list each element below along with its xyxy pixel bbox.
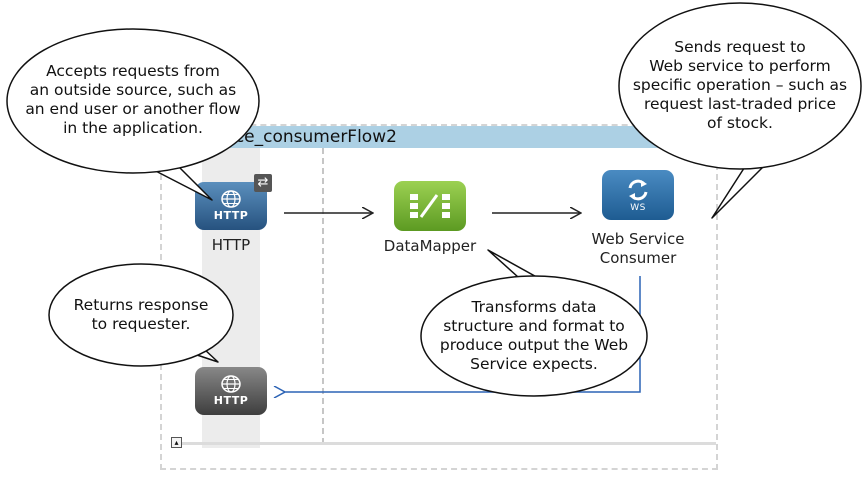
ws-label-line-2: Consumer: [599, 249, 677, 267]
callout-line: to requester.: [91, 315, 191, 333]
http-listener-label: HTTP: [211, 236, 251, 254]
exchange-pattern-icon[interactable]: ⇄: [254, 174, 272, 192]
callout-datamapper-bubble: [420, 275, 648, 397]
ws-icon-caption: WS: [630, 202, 646, 213]
callout-ws-bubble: [618, 2, 862, 170]
flow-bottom-rule: [174, 442, 716, 445]
callout-line: Sends request to: [674, 38, 806, 56]
collapse-toggle-icon[interactable]: ▴: [171, 437, 182, 448]
source-process-divider: [322, 148, 324, 444]
callout-ws-text: Sends request to Web service to perform …: [630, 38, 850, 133]
callout-line: in the application.: [63, 119, 203, 137]
mapping-glyph-icon: [410, 194, 450, 218]
callout-line: an end user or another flow: [25, 100, 241, 118]
refresh-arrows-icon: [628, 179, 648, 200]
web-service-consumer-icon[interactable]: WS: [602, 170, 674, 220]
http-response-icon[interactable]: HTTP: [195, 367, 267, 415]
data-mapper-icon[interactable]: [394, 181, 466, 231]
callout-datamapper-text: Transforms data structure and format to …: [430, 298, 638, 374]
callout-line: Accepts requests from: [46, 62, 220, 80]
globe-icon: [221, 375, 241, 393]
web-service-consumer-label: Web Service Consumer: [582, 230, 694, 268]
http-response-caption: HTTP: [213, 394, 249, 407]
callout-line: specific operation – such as: [632, 76, 848, 94]
callout-line: Transforms data: [471, 298, 597, 316]
callout-http-inbound-bubble: [6, 28, 260, 174]
callout-http-inbound-text: Accepts requests from an outside source,…: [20, 62, 246, 138]
callout-line: structure and format to: [443, 317, 625, 335]
callout-line: of stock.: [707, 114, 773, 132]
http-icon-caption: HTTP: [213, 209, 249, 222]
callout-line: Web service to perform: [649, 57, 831, 75]
callout-line: produce output the Web: [439, 336, 629, 354]
callout-line: request last-traded price: [643, 95, 837, 113]
callout-line: an outside source, such as: [29, 81, 237, 99]
ws-label-line-1: Web Service: [591, 230, 685, 248]
callout-line: Returns response: [73, 296, 209, 314]
flow-header-bar[interactable]: [162, 126, 716, 148]
globe-icon: [221, 190, 241, 208]
callout-http-response-bubble: [48, 263, 234, 367]
callout-line: Service expects.: [470, 355, 598, 373]
data-mapper-label: DataMapper: [383, 237, 477, 255]
callout-http-response-text: Returns response to requester.: [61, 296, 221, 334]
